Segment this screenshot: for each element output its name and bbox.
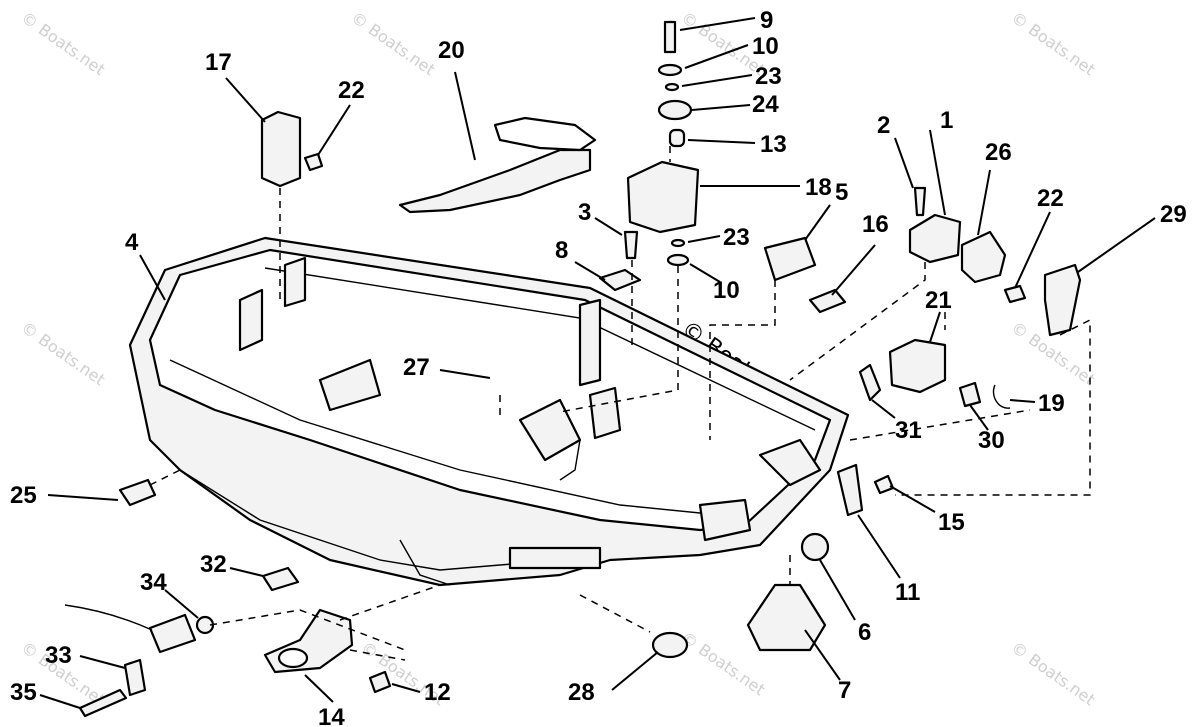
part-8-clip xyxy=(598,268,642,292)
part-9-bolt xyxy=(663,20,677,54)
callout-19: 19 xyxy=(1038,390,1065,417)
callout-14: 14 xyxy=(318,704,345,727)
callout-12: 12 xyxy=(424,679,451,706)
part-35-screw xyxy=(78,688,128,718)
part-10-washer-top xyxy=(657,63,683,77)
callout-23-low: 23 xyxy=(723,224,750,251)
part-14-eye xyxy=(277,647,309,669)
callout-25: 25 xyxy=(10,482,37,509)
callout-17: 17 xyxy=(205,49,232,76)
part-24-grommet xyxy=(657,99,693,121)
part-15-screw xyxy=(873,474,895,495)
lower-cowl xyxy=(128,236,850,587)
callout-5: 5 xyxy=(835,179,848,206)
part-23-washer-low xyxy=(670,238,686,248)
part-20-handle xyxy=(493,116,597,152)
callout-18: 18 xyxy=(805,174,832,201)
part-1-bracket xyxy=(908,213,962,264)
part-32-clip xyxy=(261,566,300,592)
callout-27: 27 xyxy=(403,354,430,381)
callout-13: 13 xyxy=(760,131,787,158)
callout-6: 6 xyxy=(858,619,871,646)
callout-29: 29 xyxy=(1160,201,1187,228)
callout-35: 35 xyxy=(10,679,37,706)
part-22-screw-right xyxy=(1003,284,1027,304)
watermark-text: © Boats.net xyxy=(18,318,109,390)
part-12-screw xyxy=(368,670,392,694)
callout-labels: 1 2 3 4 5 6 7 8 9 10 10 11 12 13 14 15 1… xyxy=(10,7,1187,727)
part-20-lever xyxy=(398,148,592,214)
part-11-clip xyxy=(836,463,864,517)
callout-31: 31 xyxy=(895,417,922,444)
callout-3: 3 xyxy=(578,199,591,226)
callout-10-low: 10 xyxy=(713,277,740,304)
watermark-text: © Boats.net xyxy=(18,8,109,80)
watermark-text: © Boats.net xyxy=(1008,638,1099,710)
part-23-washer-top xyxy=(664,82,680,92)
part-21-valve xyxy=(888,338,947,394)
callout-9: 9 xyxy=(760,7,773,34)
callout-23-top: 23 xyxy=(755,63,782,90)
part-16-clip xyxy=(808,288,847,314)
part-13-sleeve xyxy=(668,128,686,148)
part-31-plate xyxy=(858,363,882,402)
callout-22-left: 22 xyxy=(338,77,365,104)
callout-30: 30 xyxy=(978,427,1005,454)
callout-16: 16 xyxy=(862,211,889,238)
callout-1: 1 xyxy=(940,107,953,134)
part-26-bushing xyxy=(960,230,1007,284)
callout-20: 20 xyxy=(438,37,465,64)
cable xyxy=(64,604,153,631)
alignment-lines xyxy=(149,146,1091,661)
callout-28: 28 xyxy=(568,679,595,706)
part-10-washer-low xyxy=(666,253,690,267)
callout-7: 7 xyxy=(838,677,851,704)
callout-21: 21 xyxy=(925,287,952,314)
callout-2: 2 xyxy=(877,112,890,139)
callout-24: 24 xyxy=(752,91,779,118)
part-18-bracket xyxy=(626,160,700,234)
callout-15: 15 xyxy=(938,509,965,536)
part-19-clamp xyxy=(992,384,1011,409)
part-28-grommet xyxy=(651,631,689,659)
callout-34: 34 xyxy=(140,569,167,596)
callout-8: 8 xyxy=(555,237,568,264)
watermark-text: © Boats.net xyxy=(1008,8,1099,80)
part-17-bracket xyxy=(260,110,302,188)
callout-4: 4 xyxy=(125,229,139,256)
cable-end xyxy=(148,613,197,654)
callout-32: 32 xyxy=(200,551,227,578)
part-2-screw xyxy=(913,186,927,217)
callout-33: 33 xyxy=(45,642,72,669)
part-29-bracket xyxy=(1043,263,1082,337)
part-5-cap xyxy=(763,236,817,282)
part-6-plug xyxy=(800,532,830,562)
part-3-screw xyxy=(623,230,639,260)
part-7-grommet xyxy=(746,583,827,652)
callout-22-right: 22 xyxy=(1037,185,1064,212)
callout-11: 11 xyxy=(895,579,920,606)
part-22-screw-left xyxy=(303,152,324,172)
watermark-text: © Boats.net xyxy=(348,8,439,80)
part-14-bracket xyxy=(263,608,354,674)
part-33-clip xyxy=(123,658,147,697)
part-25-screw xyxy=(118,478,157,507)
leader-lines xyxy=(39,17,1156,709)
callout-26: 26 xyxy=(985,139,1012,166)
part-30-sleeve xyxy=(958,381,982,408)
callout-10-top: 10 xyxy=(752,33,779,60)
